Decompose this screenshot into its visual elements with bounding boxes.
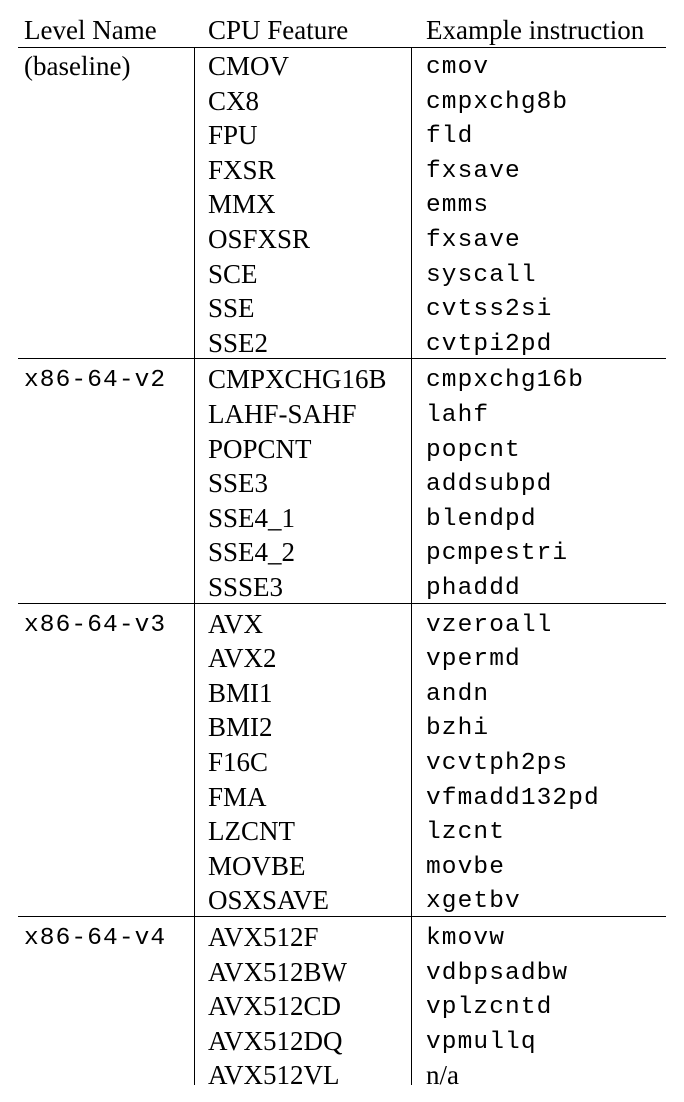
- example-instruction-cell: fxsave: [426, 157, 521, 185]
- level-name-cell: x86-64-v4: [24, 925, 167, 952]
- example-instruction-cell: kmovw: [426, 925, 506, 952]
- example-instruction-cell: vfmadd132pd: [426, 784, 600, 812]
- cpu-feature-cell: OSFXSR: [208, 224, 311, 254]
- cpu-feature-cell: SSE4_1: [208, 502, 296, 533]
- header-level-name: Level Name: [24, 15, 157, 45]
- cpu-feature-cell: LZCNT: [208, 816, 295, 847]
- cpu-feature-cell: AVX: [208, 608, 264, 639]
- group-rule: [18, 358, 666, 360]
- cpu-feature-cell: AVX512CD: [208, 991, 342, 1022]
- cpu-feature-cell: SSE4_2: [208, 537, 296, 568]
- cpu-feature-cell: FXSR: [208, 154, 276, 185]
- column-divider-level: [194, 48, 195, 1085]
- cpu-feature-cell: SSE: [208, 293, 255, 324]
- cpu-feature-cell: FPU: [208, 120, 258, 151]
- example-instruction-cell: movbe: [426, 853, 506, 881]
- example-instruction-cell: fxsave: [426, 227, 521, 254]
- example-instruction-cell: syscall: [426, 261, 537, 289]
- cpu-feature-cell: AVX512DQ: [208, 1025, 343, 1056]
- example-instruction-cell: vzeroall: [426, 611, 553, 639]
- example-instruction-cell: lzcnt: [426, 819, 506, 847]
- example-instruction-cell: n/a: [426, 1060, 459, 1091]
- cpu-feature-cell: SSSE3: [208, 572, 284, 602]
- example-instruction-cell: vdbpsadbw: [426, 959, 569, 987]
- level-name-cell: (baseline): [24, 51, 131, 81]
- level-name-cell: x86-64-v2: [24, 367, 167, 395]
- group-rule: [18, 916, 666, 917]
- cpu-feature-cell: BMI1: [208, 677, 273, 708]
- example-instruction-cell: cvtss2si: [426, 296, 553, 324]
- header-example-instruction: Example instruction: [426, 15, 645, 45]
- group-rule: [18, 602, 666, 604]
- cpu-feature-cell: AVX512F: [208, 922, 319, 952]
- cpu-feature-cell: CMOV: [208, 51, 290, 81]
- cpu-feature-cell: CX8: [208, 85, 260, 116]
- cpu-feature-cell: CMPXCHG16B: [208, 364, 387, 395]
- cpu-feature-cell: LAHF-SAHF: [208, 399, 357, 429]
- cpu-feature-cell: OSXSAVE: [208, 885, 330, 916]
- header-cpu-feature: CPU Feature: [208, 15, 349, 45]
- cpu-feature-cell: MOVBE: [208, 850, 306, 881]
- example-instruction-cell: lahf: [426, 402, 490, 429]
- cpu-feature-cell: MMX: [208, 189, 276, 220]
- level-name-cell: x86-64-v3: [24, 611, 167, 639]
- example-instruction-cell: vpmullq: [426, 1028, 537, 1056]
- cpu-feature-cell: AVX2: [208, 643, 277, 674]
- cpu-feature-cell: SSE2: [208, 327, 269, 358]
- example-instruction-cell: xgetbv: [426, 888, 521, 916]
- example-instruction-cell: vplzcntd: [426, 994, 553, 1022]
- cpu-feature-cell: BMI2: [208, 712, 273, 743]
- example-instruction-cell: fld: [426, 123, 474, 151]
- cpu-feature-cell: POPCNT: [208, 433, 312, 464]
- example-instruction-cell: popcnt: [426, 436, 521, 464]
- example-instruction-cell: cmpxchg16b: [426, 367, 585, 395]
- cpu-feature-cell: SSE3: [208, 468, 269, 499]
- example-instruction-cell: bzhi: [426, 715, 490, 743]
- cpu-feature-cell: FMA: [208, 781, 267, 812]
- example-instruction-cell: pcmpestri: [426, 540, 569, 568]
- example-instruction-cell: emms: [426, 192, 490, 220]
- example-instruction-cell: andn: [426, 680, 490, 708]
- example-instruction-cell: blendpd: [426, 505, 537, 533]
- example-instruction-cell: phaddd: [426, 575, 521, 602]
- cpu-feature-cell: AVX512VL: [208, 1060, 340, 1091]
- example-instruction-cell: vpermd: [426, 646, 521, 674]
- cpu-feature-cell: AVX512BW: [208, 956, 348, 987]
- example-instruction-cell: cmpxchg8b: [426, 88, 569, 116]
- example-instruction-cell: cmov: [426, 54, 490, 81]
- example-instruction-cell: vcvtph2ps: [426, 750, 569, 777]
- example-instruction-cell: addsubpd: [426, 471, 553, 499]
- cpu-feature-cell: SCE: [208, 258, 258, 289]
- column-divider-feature: [411, 48, 412, 1085]
- example-instruction-cell: cvtpi2pd: [426, 330, 553, 358]
- cpu-feature-cell: F16C: [208, 747, 269, 777]
- header-rule: [18, 47, 666, 48]
